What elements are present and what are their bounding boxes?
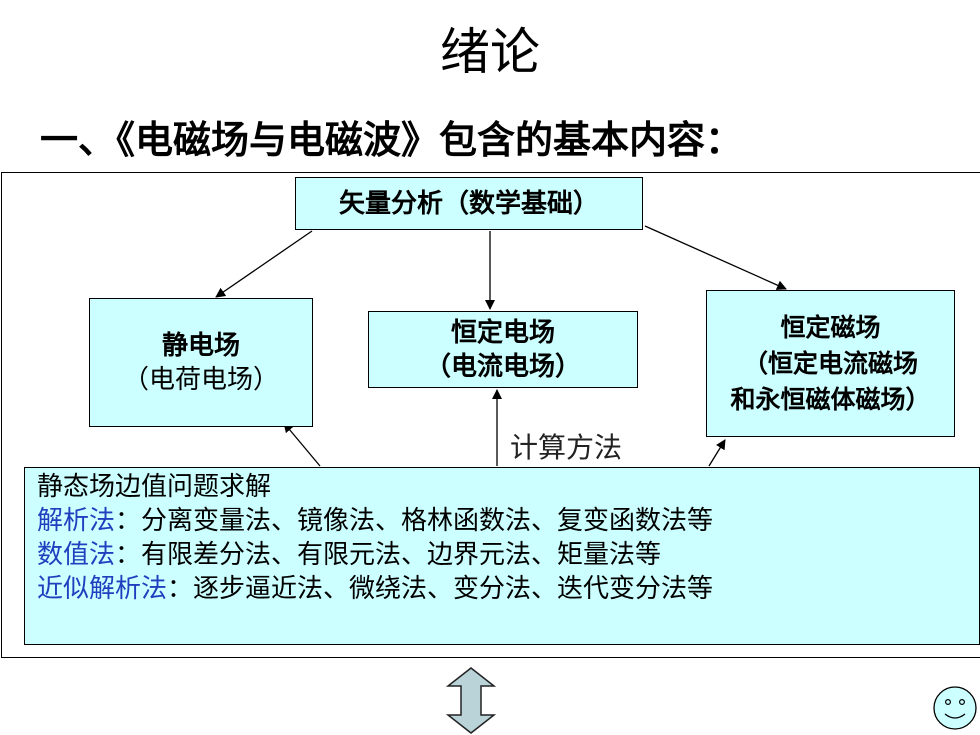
vector-analysis-label: 矢量分析（数学基础）	[338, 188, 599, 219]
steady-electric-title: 恒定电场	[450, 317, 555, 348]
steady-magnetic-line3: 和永恒磁体磁场）	[730, 384, 931, 414]
arrow-solve-to-magnetic	[708, 439, 726, 467]
method-name: 数值法	[37, 540, 116, 570]
method-row: 解析法：分离变量法、镜像法、格林函数法、复变函数法等	[37, 504, 979, 538]
arrow-vector-to-magnetic	[644, 225, 787, 290]
method-items: 分离变量法、镜像法、格林函数法、复变函数法等	[141, 506, 714, 536]
method-items: 逐步逼近法、微绕法、变分法、迭代变分法等	[193, 574, 714, 604]
method-name: 解析法	[37, 506, 116, 536]
steady-magnetic-title: 恒定磁场	[780, 312, 881, 342]
steady-electric-subtitle: （电流电场）	[424, 351, 581, 382]
method-separator: ：	[115, 506, 142, 536]
arrow-solve-to-static	[283, 422, 321, 467]
calculation-method-label: 计算方法	[510, 431, 623, 464]
vector-analysis-box: 矢量分析（数学基础）	[295, 177, 643, 230]
diagram-frame	[1, 172, 980, 658]
steady-magnetic-field-box: 恒定磁场 （恒定电流磁场 和永恒磁体磁场）	[706, 290, 955, 437]
electrostatic-title: 静电场	[161, 330, 240, 361]
method-name: 近似解析法	[37, 574, 168, 604]
boundary-value-solution-box: 静态场边值问题求解 解析法：分离变量法、镜像法、格林函数法、复变函数法等 数值法…	[24, 467, 980, 645]
method-row: 近似解析法：逐步逼近法、微绕法、变分法、迭代变分法等	[37, 572, 979, 606]
double-arrow-icon[interactable]	[440, 666, 502, 735]
method-row: 数值法：有限差分法、有限元法、边界元法、矩量法等	[37, 538, 979, 572]
method-separator: ：	[167, 574, 194, 604]
method-items: 有限差分法、有限元法、边界元法、矩量法等	[141, 540, 662, 570]
slide-title: 绪论	[440, 23, 540, 81]
electrostatic-field-box: 静电场 （电荷电场）	[89, 298, 313, 427]
arrow-vector-to-static	[215, 230, 313, 298]
section-heading: 一、《电磁场与电磁波》包含的基本内容：	[40, 117, 744, 162]
solution-heading: 静态场边值问题求解	[37, 472, 272, 502]
steady-electric-field-box: 恒定电场 （电流电场）	[368, 311, 638, 388]
electrostatic-subtitle: （电荷电场）	[122, 364, 279, 395]
smiley-icon[interactable]	[932, 684, 978, 732]
method-separator: ：	[115, 540, 142, 570]
steady-magnetic-line2: （恒定电流磁场	[742, 348, 918, 378]
